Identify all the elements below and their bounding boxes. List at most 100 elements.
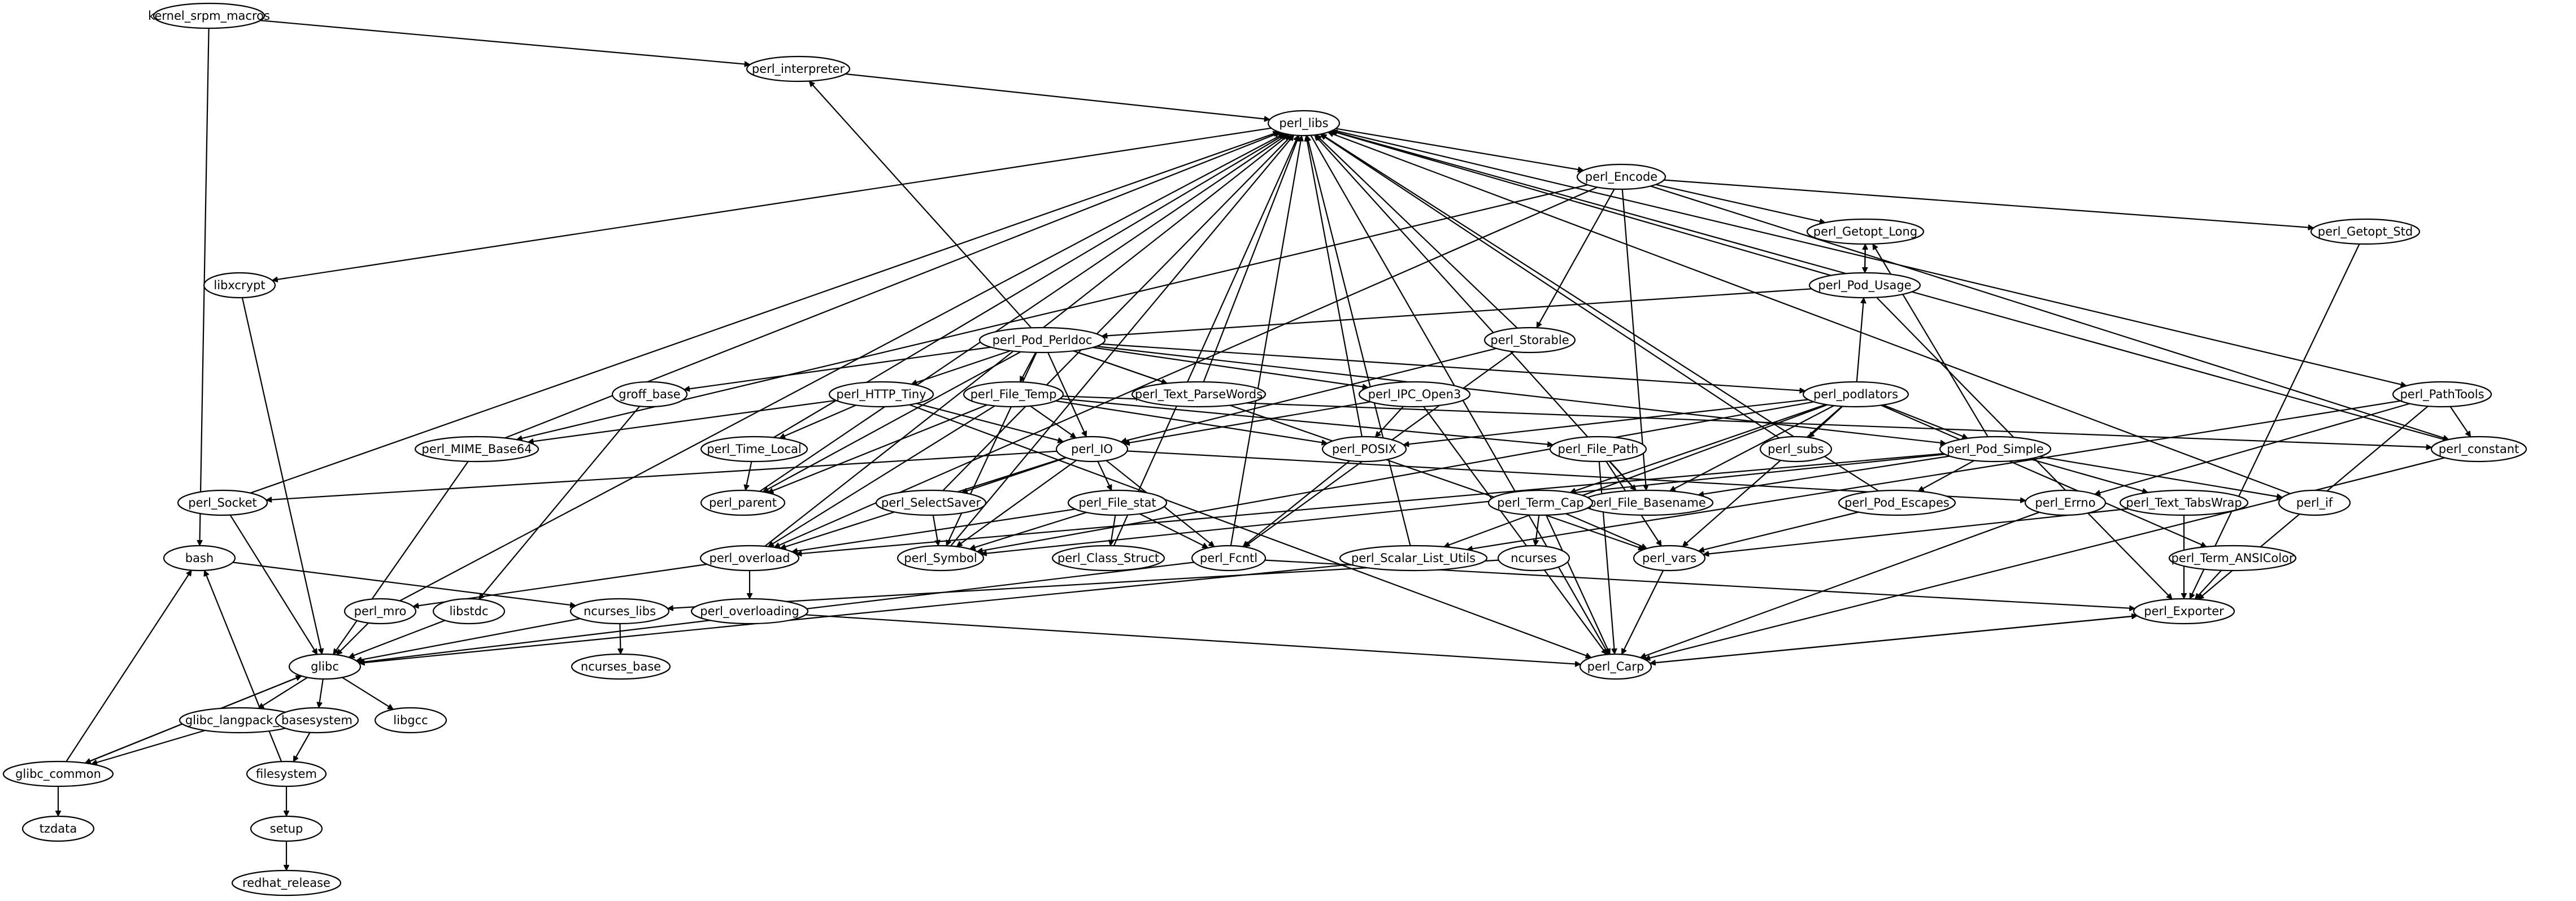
node-label: perl_Getopt_Long [1813,225,1917,239]
node-perl-storable[interactable]: perl_Storable [1483,327,1576,354]
node-perl-constant[interactable]: perl_constant [2430,436,2527,463]
node-perl-file-basename[interactable]: perl_File_Basename [1581,489,1714,516]
node-ellipse [1802,381,1909,408]
node-perl-libs[interactable]: perl_libs [1267,110,1341,137]
node-label: perl_if [2296,496,2333,510]
node-perl-mro[interactable]: perl_mro [343,598,417,625]
node-perl-overload[interactable]: perl_overload [699,545,800,572]
node-ellipse [828,381,934,408]
node-perl-posix[interactable]: perl_POSIX [1321,436,1407,463]
node-basesystem[interactable]: basesystem [275,707,359,734]
edge-perl-pathtools-to-perl-scalar-list-utils [1467,400,2401,550]
node-label: perl_MIME_Base64 [421,442,532,456]
node-perl-mime-base64[interactable]: perl_MIME_Base64 [414,436,539,463]
node-tzdata[interactable]: tzdata [21,815,95,842]
node-label: perl_Getopt_Std [2318,225,2413,239]
node-glibc-common[interactable]: glibc_common [2,760,114,787]
node-label: perl_Term_ANSIColor [2171,551,2294,565]
node-perl-file-stat[interactable]: perl_File_stat [1067,489,1168,516]
node-glibc[interactable]: glibc [288,653,362,680]
node-perl-scalar-list-utils[interactable]: perl_Scalar_List_Utils [1339,545,1488,572]
node-perl-pod-usage[interactable]: perl_Pod_Usage [1808,272,1921,299]
edge-perl-posix-to-perl-libs [1306,136,1363,437]
node-ncurses-base[interactable]: ncurses_base [571,653,671,680]
edge-glibc-to-libgcc [342,677,394,710]
node-perl-selectsaver[interactable]: perl_SelectSaver [875,489,987,516]
edge-perl-parent-to-perl-libs [759,133,1287,492]
node-ellipse [1321,436,1407,463]
node-bash[interactable]: bash [163,545,236,572]
node-redhat-release[interactable]: redhat_release [231,869,342,896]
edge-perl-pathtools-to-perl-errno [2095,403,2410,495]
node-perl-file-path[interactable]: perl_File_Path [1549,436,1647,463]
edge-perl-mro-to-perl-libs [399,133,1285,602]
node-perl-errno[interactable]: perl_Errno [2024,489,2107,516]
node-ncurses-libs[interactable]: ncurses_libs [569,598,670,625]
node-perl-if[interactable]: perl_if [2278,489,2351,516]
node-perl-getopt-std[interactable]: perl_Getopt_Std [2310,218,2421,245]
edge-perl-term-cap-to-perl-vars [1565,513,1647,549]
node-label: perl_Symbol [904,551,977,565]
node-perl-time-local[interactable]: perl_Time_Local [700,436,808,463]
node-setup[interactable]: setup [250,815,323,842]
edge-perl-pod-simple-to-perl-pod-escapes [1918,460,1975,492]
edge-perl-file-temp-to-perl-parent [768,404,987,493]
node-perl-encode[interactable]: perl_Encode [1576,163,1666,190]
node-perl-io[interactable]: perl_IO [1055,436,1129,463]
edge-perl-file-basename-to-perl-libs [1314,135,1637,491]
edge-perl-term-ansicolor-to-perl-exporter [2194,569,2222,599]
node-perl-podlators[interactable]: perl_podlators [1802,381,1909,408]
node-perl-symbol[interactable]: perl_Symbol [897,545,985,572]
node-perl-pod-simple[interactable]: perl_Pod_Simple [1939,436,2052,463]
node-perl-ipc-open3[interactable]: perl_IPC_Open3 [1358,381,1471,408]
node-perl-pod-perldoc[interactable]: perl_Pod_Perldoc [978,327,1106,354]
edge-perl-pod-perldoc-to-perl-file-temp [1019,352,1037,382]
node-perl-fcntl[interactable]: perl_Fcntl [1191,545,1267,572]
node-perl-pod-escapes[interactable]: perl_Pod_Escapes [1838,489,1956,516]
node-groff-base[interactable]: groff_base [611,381,688,408]
edge-perl-encode-to-perl-storable [1536,189,1615,328]
node-ellipse [963,381,1064,408]
node-ellipse [374,707,447,734]
edge-perl-libs-to-libxcrypt [272,127,1272,280]
edge-perl-pod-perldoc-to-perl-io [1047,352,1087,437]
node-libxcrypt[interactable]: libxcrypt [203,272,276,299]
node-label: perl_File_Temp [971,388,1057,402]
node-perl-overloading[interactable]: perl_overloading [690,598,809,625]
node-perl-http-tiny[interactable]: perl_HTTP_Tiny [828,381,934,408]
node-kernel-srpm-macros[interactable]: kernel_srpm_macros [148,2,270,29]
node-ellipse [1339,545,1488,572]
node-ellipse [153,2,266,29]
node-perl-parent[interactable]: perl_parent [700,489,786,516]
node-perl-text-tabswrap[interactable]: perl_Text_TabsWrap [2119,489,2249,516]
node-perl-file-temp[interactable]: perl_File_Temp [963,381,1064,408]
node-perl-exporter[interactable]: perl_Exporter [2133,598,2235,625]
edge-perl-text-tabswrap-to-perl-vars [1703,508,2129,555]
node-libgcc[interactable]: libgcc [374,707,447,734]
node-perl-interpreter[interactable]: perl_interpreter [746,55,851,82]
node-ellipse [700,489,786,516]
node-perl-text-parsewords[interactable]: perl_Text_ParseWords [1131,381,1267,408]
node-perl-socket[interactable]: perl_Socket [177,489,268,516]
node-perl-vars[interactable]: perl_vars [1633,545,1706,572]
node-perl-subs[interactable]: perl_subs [1759,436,1833,463]
node-perl-class-struct[interactable]: perl_Class_Struct [1051,545,1165,572]
node-ellipse [288,653,362,680]
node-perl-pathtools[interactable]: perl_PathTools [2392,381,2492,408]
node-label: perl_File_Basename [1589,496,1706,510]
node-label: perl_Term_Cap [1497,496,1583,510]
node-perl-carp[interactable]: perl_Carp [1579,653,1652,680]
node-ellipse [2310,218,2421,245]
node-ellipse [21,815,95,842]
node-libstdc[interactable]: libstdc [432,598,506,625]
node-filesystem[interactable]: filesystem [246,760,327,787]
node-label: ncurses_libs [584,604,656,619]
node-perl-term-ansicolor[interactable]: perl_Term_ANSIColor [2168,545,2297,572]
node-perl-getopt-long[interactable]: perl_Getopt_Long [1806,218,1925,245]
edge-perl-http-tiny-to-perl-io [916,403,1063,442]
node-perl-term-cap[interactable]: perl_Term_Cap [1487,489,1594,516]
node-ncurses[interactable]: ncurses [1497,545,1570,572]
edge-perl-storable-to-perl-io [1121,347,1496,442]
edge-perl-pod-perldoc-to-perl-pod-simple [1096,345,1946,443]
node-ellipse [1579,653,1652,680]
